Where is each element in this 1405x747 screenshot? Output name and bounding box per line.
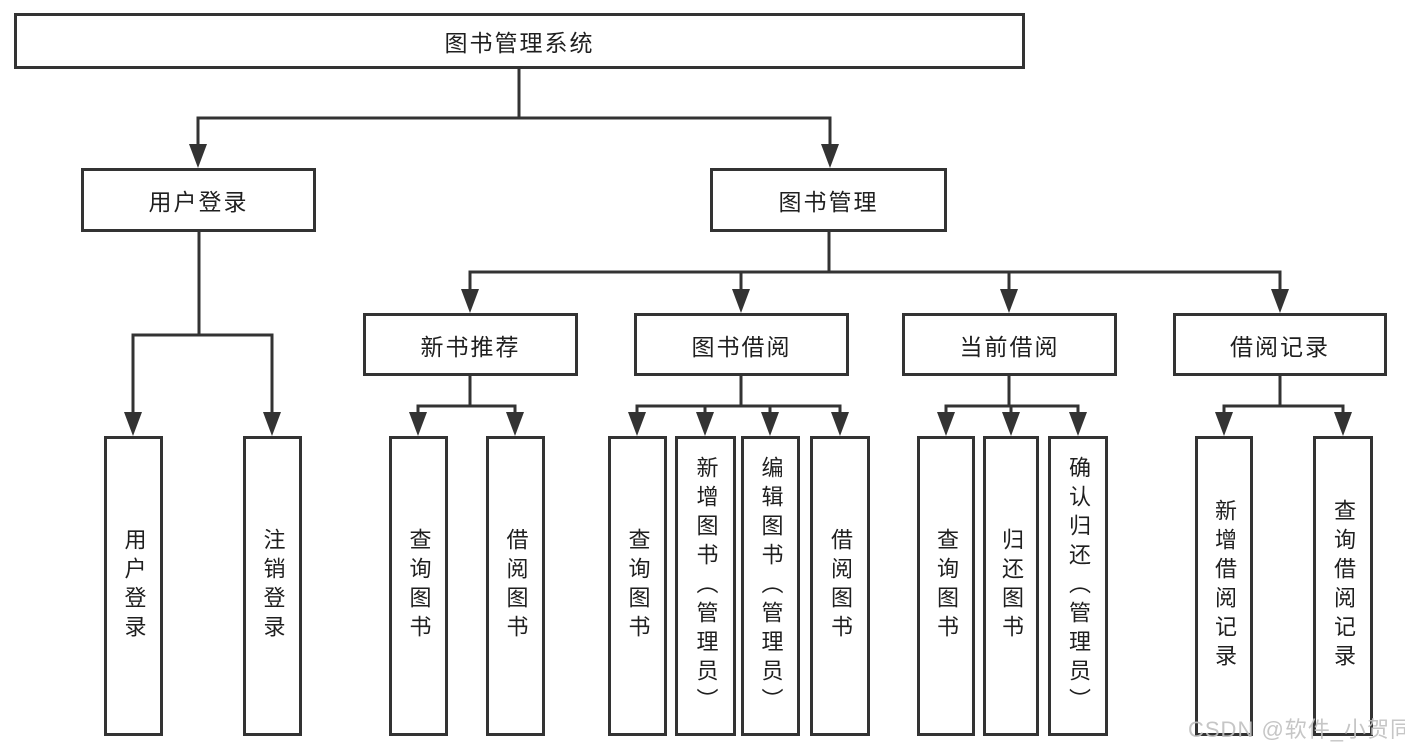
node-user-login: 用户登录 [81,168,316,232]
leaf-add-borrow-record-label: 新增借阅记录 [1212,499,1237,673]
node-current-borrowing-label: 当前借阅 [959,333,1060,360]
node-library-system-label: 图书管理系统 [444,30,595,56]
node-book-borrowing: 图书借阅 [634,313,849,376]
node-new-book-recommend-label: 新书推荐 [420,333,521,360]
leaf-query-borrow-record-label: 查询借阅记录 [1331,499,1356,673]
leaf-user-login: 用户登录 [104,436,163,736]
arrowheads [124,144,1352,436]
node-book-borrowing-label: 图书借阅 [691,333,792,360]
leaf-query-books-borrowing-label: 查询图书 [625,528,651,644]
node-current-borrowing: 当前借阅 [902,313,1117,376]
csdn-watermark: CSDN @软件_小贺同学 [1188,717,1405,742]
leaf-borrow-books-label: 借阅图书 [828,528,853,644]
leaf-add-borrow-record: 新增借阅记录 [1195,436,1253,736]
leaf-borrow-books-recommend: 借阅图书 [486,436,545,736]
leaf-borrow-books: 借阅图书 [810,436,870,736]
node-user-login-label: 用户登录 [148,189,249,215]
leaf-confirm-return-admin-label: 确认归还（管理员） [1066,455,1091,717]
node-book-management: 图书管理 [710,168,947,232]
node-borrowing-records-label: 借阅记录 [1230,333,1330,360]
node-borrowing-records: 借阅记录 [1173,313,1387,376]
leaf-return-books-label: 归还图书 [999,528,1024,644]
leaf-user-login-label: 用户登录 [121,528,147,644]
leaf-add-books-admin: 新增图书（管理员） [675,436,736,736]
node-book-management-label: 图书管理 [778,189,879,215]
leaf-query-books-current: 查询图书 [917,436,975,736]
node-library-system: 图书管理系统 [14,13,1025,69]
leaf-edit-books-admin: 编辑图书（管理员） [741,436,800,736]
leaf-query-books-borrowing: 查询图书 [608,436,667,736]
leaf-logout-label: 注销登录 [260,528,286,644]
leaf-query-books-current-label: 查询图书 [934,528,959,644]
leaf-confirm-return-admin: 确认归还（管理员） [1048,436,1108,736]
leaf-logout: 注销登录 [243,436,302,736]
leaf-query-books-recommend: 查询图书 [389,436,448,736]
leaf-borrow-books-recommend-label: 借阅图书 [503,528,529,644]
leaf-query-books-recommend-label: 查询图书 [406,528,432,644]
node-new-book-recommend: 新书推荐 [363,313,578,376]
leaf-add-books-admin-label: 新增图书（管理员） [693,455,719,717]
leaf-query-borrow-record: 查询借阅记录 [1313,436,1373,736]
leaf-edit-books-admin-label: 编辑图书（管理员） [758,455,784,717]
leaf-return-books: 归还图书 [983,436,1039,736]
